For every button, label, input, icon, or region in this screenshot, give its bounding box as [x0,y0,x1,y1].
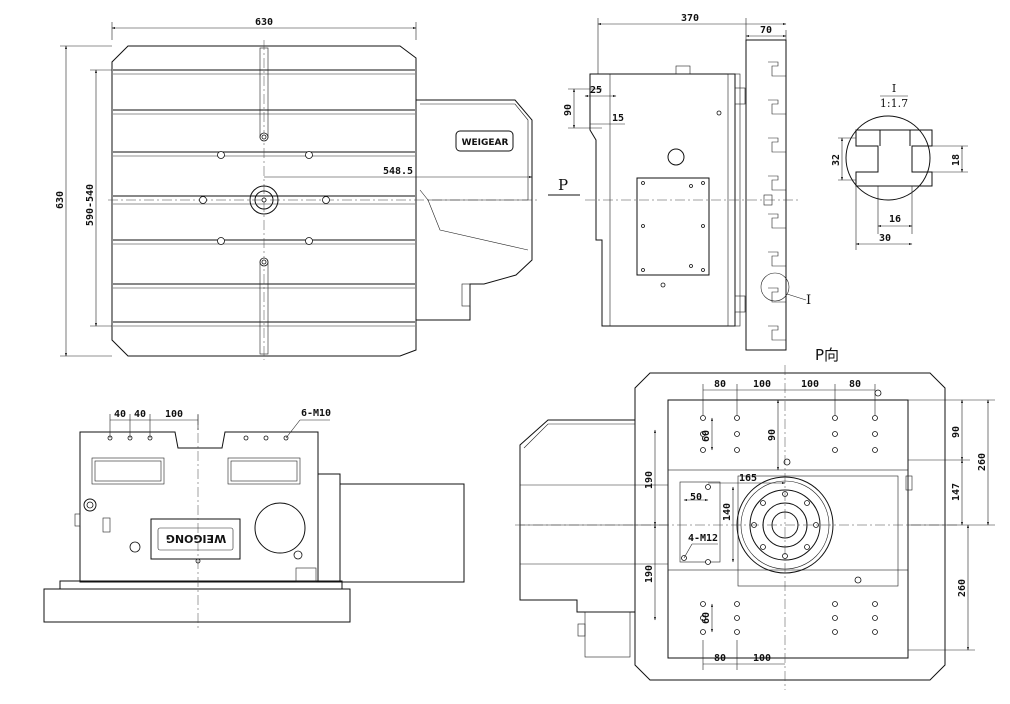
detail-scale: 1:1.7 [880,97,908,110]
dim-detail-16: 16 [889,214,901,225]
dim-p-t80a: 80 [714,379,726,390]
flange-slots [763,61,786,341]
dim-p-v140: 140 [722,503,733,521]
flange-plate [745,39,787,351]
dim-p-v90a: 90 [767,429,778,441]
dim-p-v260a: 260 [977,453,988,471]
dim-p-v147: 147 [951,483,962,501]
front-window-right [227,457,301,485]
dim-front-40a: 40 [114,409,126,420]
dim-p-holes: 4-M12 [688,533,718,544]
dim-flange: 70 [760,25,772,36]
logo-plate [455,130,514,152]
dim-p-b80: 80 [714,653,726,664]
dim-side-25: 25 [590,85,602,96]
detail-view: I 1:1.7 32 18 16 30 [831,82,968,250]
drive-housing [416,99,533,321]
dim-center-offset: 548.5 [383,166,413,177]
dim-detail-18: 18 [951,154,962,166]
front-nameplate [150,518,241,560]
dim-side-width: 370 [681,13,699,24]
p-grid-holes [681,415,878,635]
center-boss [249,185,279,215]
view-marker-p: P [558,176,568,194]
logo-text: WEIGEAR [462,138,509,148]
detail-outline [845,115,931,201]
dim-side-15: 15 [612,113,624,124]
motor [339,483,465,583]
dim-front-holes: 6-M10 [301,408,331,419]
detail-title: I [892,82,896,95]
p-view-title: P向 [815,346,839,364]
dim-side-90: 90 [563,104,574,116]
dim-top-width: 630 [255,17,273,28]
dim-p-v190b: 190 [644,565,655,583]
mounting-holes [199,132,330,267]
dim-p-v60a: 60 [701,430,712,442]
front-view: WEIGONG 40 40 100 6-M10 [43,408,465,630]
p-view: P向 [515,346,995,690]
dim-p-v50: 50 [690,492,702,503]
table-outline [111,45,417,357]
dim-top-height: 630 [55,191,66,209]
p-drive-housing [519,419,635,613]
body-outline [589,73,736,327]
dim-p-v260b: 260 [957,579,968,597]
front-cover-circle [254,502,306,554]
dim-p-v190a: 190 [644,471,655,489]
front-body [79,431,319,583]
dim-p-b100: 100 [753,653,771,664]
side-boss [667,148,685,166]
front-window-left [91,457,165,485]
dim-detail-32: 32 [831,154,842,166]
dim-p-v90b: 90 [951,426,962,438]
nameplate-text: WEIGONG [166,532,226,545]
dim-p-v60b: 60 [701,612,712,624]
t-slot-profile [855,129,933,187]
dim-p-t80b: 80 [849,379,861,390]
dim-p-t100a: 100 [753,379,771,390]
p-outer-outline [634,372,946,681]
dim-slot-range: 590-540 [85,184,96,226]
detail-marker: I [806,293,811,308]
top-view: WEIGEAR 630 630 590-540 548.5 [55,17,540,360]
side-view: I P 370 70 90 25 15 [548,13,811,351]
dim-front-100: 100 [165,409,183,420]
dim-p-v165: 165 [739,473,757,484]
dim-detail-30: 30 [879,233,891,244]
detail-circle [760,272,790,302]
side-cover-plate [636,177,710,276]
dim-p-t100b: 100 [801,379,819,390]
dim-front-40b: 40 [134,409,146,420]
